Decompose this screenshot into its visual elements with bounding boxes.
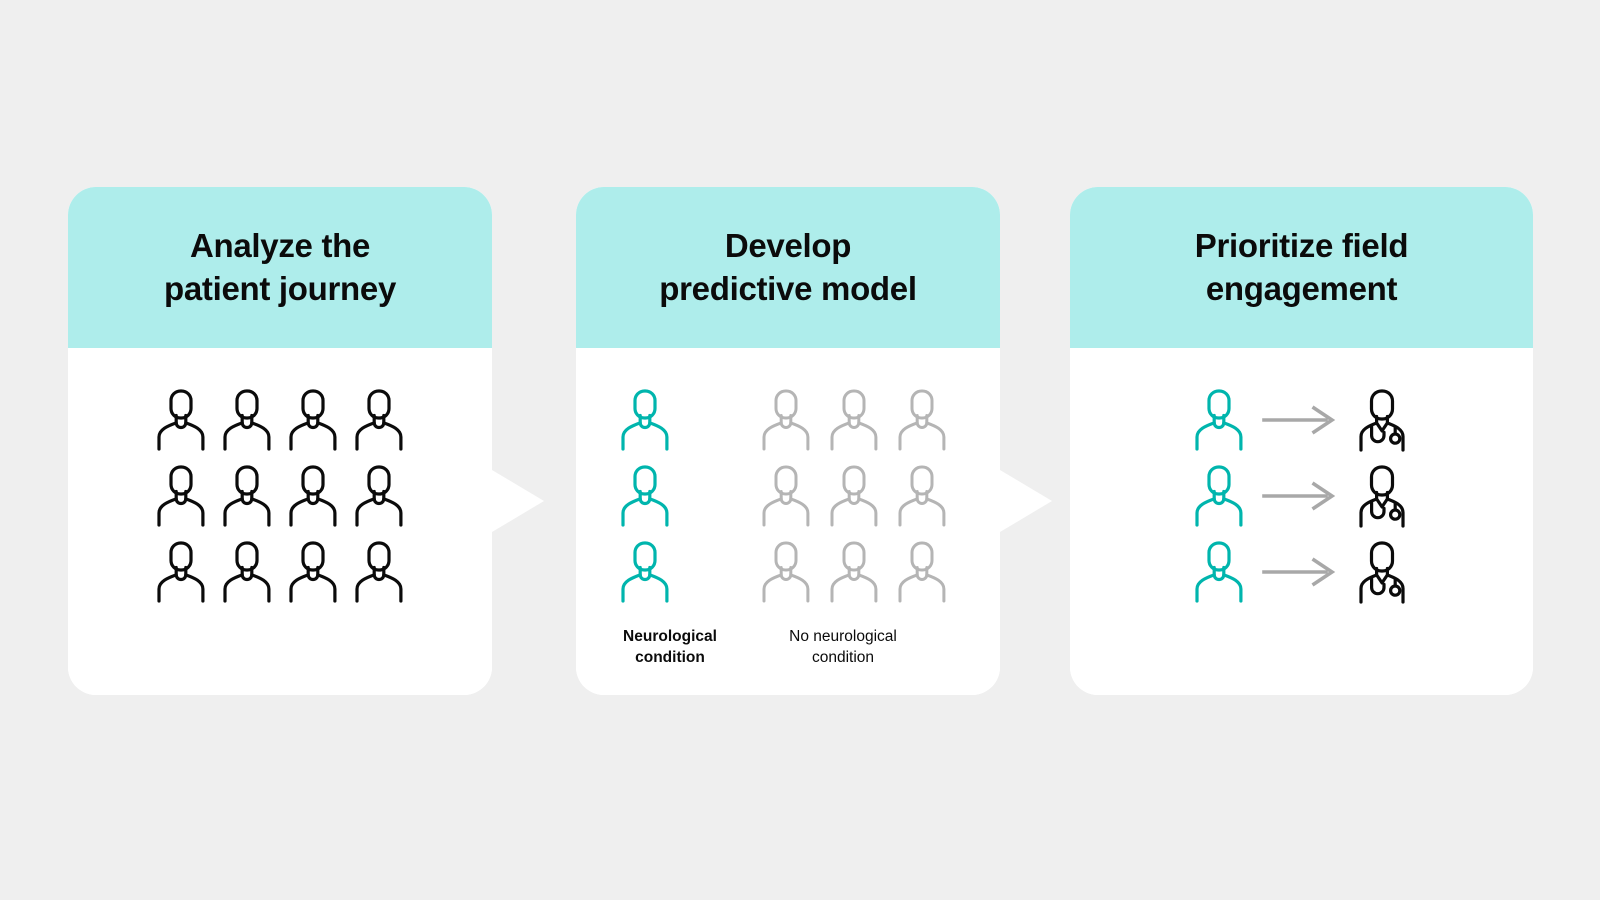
person-icon — [897, 464, 947, 528]
person-icon — [1194, 464, 1244, 528]
doctor-icon — [1354, 464, 1410, 528]
card-analyze-the-patient-journey[interactable]: Analyze the patient journey — [68, 187, 544, 695]
doctor-icon — [1354, 388, 1410, 452]
card-surface: Prioritize field engagement — [1070, 187, 1533, 695]
card-tail-arrow — [492, 470, 544, 532]
card-header: Analyze the patient journey — [68, 187, 492, 348]
person-icon — [620, 464, 670, 528]
person-icon — [829, 388, 879, 452]
flow-row — [1194, 382, 1410, 458]
people-grid-black — [148, 382, 412, 610]
person-icon — [222, 540, 272, 604]
people-group-neurological-condition — [612, 382, 678, 610]
card-body — [1070, 348, 1533, 695]
person-icon — [156, 464, 206, 528]
card-title: Develop predictive model — [659, 226, 917, 307]
person-icon — [288, 388, 338, 452]
card-title: Analyze the patient journey — [163, 226, 397, 307]
person-icon — [620, 388, 670, 452]
people-group-no-neurological-condition — [752, 382, 956, 610]
person-icon — [222, 464, 272, 528]
person-icon — [1194, 388, 1244, 452]
person-icon — [761, 540, 811, 604]
person-icon — [829, 540, 879, 604]
arrow-right-icon — [1261, 405, 1336, 435]
person-icon — [354, 540, 404, 604]
person-icon — [222, 388, 272, 452]
card-surface: Develop predictive model — [576, 187, 1000, 695]
card-develop-predictive-model[interactable]: Develop predictive model — [576, 187, 1052, 695]
doctor-icon — [1354, 540, 1410, 604]
legend-label-no-neurological-condition: No neurological condition — [789, 628, 897, 666]
arrow-right-icon — [1261, 481, 1336, 511]
person-icon — [288, 464, 338, 528]
card-prioritize-field-engagement[interactable]: Prioritize field engagement — [1070, 187, 1533, 695]
card-body — [68, 348, 492, 695]
person-icon — [620, 540, 670, 604]
person-icon — [288, 540, 338, 604]
legend: Neurological condition No neurological c… — [576, 627, 1000, 687]
person-icon — [761, 388, 811, 452]
flow-row — [1194, 458, 1410, 534]
person-icon — [354, 388, 404, 452]
person-icon — [156, 540, 206, 604]
card-body: Neurological condition No neurological c… — [576, 348, 1000, 695]
person-icon — [761, 464, 811, 528]
person-icon — [897, 388, 947, 452]
person-icon — [354, 464, 404, 528]
card-header: Prioritize field engagement — [1070, 187, 1533, 348]
legend-label-neurological-condition: Neurological condition — [623, 628, 717, 666]
flow-row — [1194, 534, 1410, 610]
person-icon — [897, 540, 947, 604]
flow-rows — [1194, 382, 1410, 610]
person-icon — [829, 464, 879, 528]
card-surface: Analyze the patient journey — [68, 187, 492, 695]
card-title: Prioritize field engagement — [1194, 226, 1409, 307]
person-icon — [156, 388, 206, 452]
card-tail-arrow — [1000, 470, 1052, 532]
person-icon — [1194, 540, 1244, 604]
arrow-right-icon — [1261, 557, 1336, 587]
card-header: Develop predictive model — [576, 187, 1000, 348]
